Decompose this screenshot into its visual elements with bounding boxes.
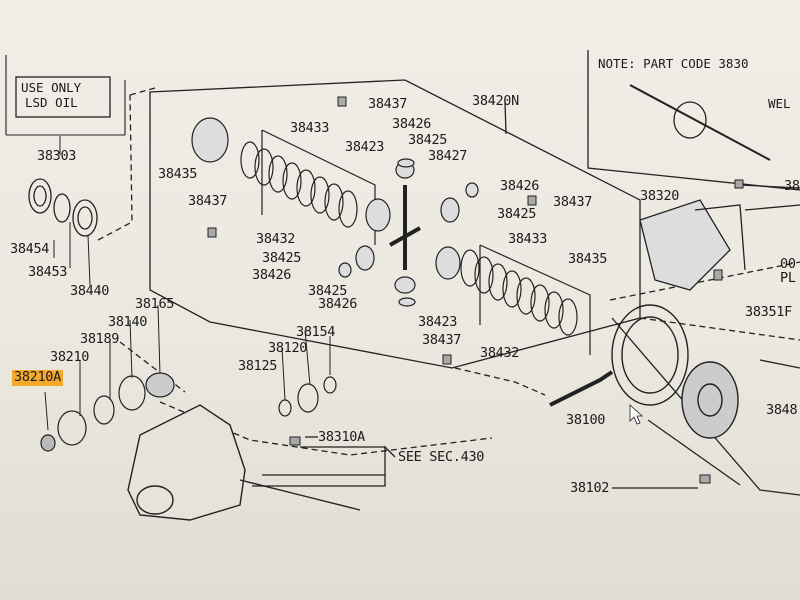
gear-carrier-housing [127, 404, 361, 521]
label-38432-lower: 38432 [480, 345, 520, 361]
label-38303: 38303 [37, 148, 77, 164]
companion-flange-38210 [57, 410, 87, 446]
rear-cover-38320 [639, 199, 731, 291]
label-partial-3848: 3848 [766, 402, 798, 418]
label-38310A: 38310A [318, 429, 365, 445]
bearing-38140 [118, 375, 146, 411]
label-38210A-highlighted: 38210A [12, 369, 63, 386]
label-38320: 38320 [640, 188, 680, 204]
bearing-38120 [297, 383, 319, 413]
label-38140: 38140 [108, 314, 148, 330]
side-gear-38423-lower [435, 246, 461, 280]
label-38120: 38120 [268, 340, 308, 356]
spacer-38165 [145, 372, 175, 398]
label-38435-right: 38435 [568, 251, 608, 267]
oil-note-box [15, 76, 111, 118]
bearing-38440 [72, 199, 98, 237]
label-38437-right: 38437 [553, 194, 593, 210]
nut-38210A [40, 434, 56, 452]
oil-note-line1: USE ONLY [21, 80, 82, 95]
axle-housing-sketch [629, 84, 771, 161]
label-38426-top: 38426 [392, 116, 432, 132]
label-38425-top: 38425 [408, 132, 448, 148]
oil-note-line2: LSD OIL [25, 95, 78, 110]
label-38425-right: 38425 [497, 206, 537, 222]
shim-38453 [53, 193, 71, 223]
label-partial-00: 00 [780, 256, 796, 272]
pinion-shaft-38427 [389, 185, 421, 270]
label-38454: 38454 [10, 241, 50, 257]
label-38425-bottom: 38425 [308, 283, 348, 299]
mouse-cursor-icon [629, 404, 644, 425]
seal-38454 [28, 178, 52, 214]
label-38426-left: 38426 [252, 267, 292, 283]
label-38425-left: 38425 [262, 250, 302, 266]
ring-gear [611, 304, 689, 406]
shim-38154 [323, 376, 337, 394]
label-38420N-text: 38420N [472, 93, 519, 109]
label-38433-upper: 38433 [290, 120, 330, 136]
clutch-plate-stack-lower [460, 244, 591, 355]
side-gear-38423-upper [365, 198, 391, 232]
label-38351F: 38351F [745, 304, 792, 320]
label-38100: 38100 [566, 412, 606, 428]
label-38453: 38453 [28, 264, 68, 280]
note-weld: WEL [768, 96, 791, 111]
label-see-sec-430: SEE SEC.430 [398, 449, 485, 465]
note-part-code: NOTE: PART CODE 3830 [598, 56, 749, 71]
label-38437-top: 38437 [368, 96, 408, 112]
pinion-gear-38425-bottom [394, 276, 416, 294]
drive-pinion-38100 [549, 370, 614, 407]
label-38437-left: 38437 [188, 193, 228, 209]
label-38189: 38189 [80, 331, 120, 347]
label-38210: 38210 [50, 349, 90, 365]
label-38433-lower: 38433 [508, 231, 548, 247]
label-38440: 38440 [70, 283, 110, 299]
label-38154: 38154 [296, 324, 336, 340]
diff-case-flange [681, 361, 739, 439]
label-38435-left: 38435 [158, 166, 198, 182]
label-38423-lower: 38423 [418, 314, 458, 330]
label-38426-right: 38426 [500, 178, 540, 194]
washer-38125 [278, 399, 292, 417]
case-half-38435 [191, 117, 229, 163]
label-38102: 38102 [570, 480, 610, 496]
label-38423-upper: 38423 [345, 139, 385, 155]
label-38165: 38165 [135, 296, 175, 312]
pinion-gear-38425-right [440, 197, 460, 223]
label-38125: 38125 [238, 358, 278, 374]
label-38427: 38427 [428, 148, 468, 164]
label-38437-bottom: 38437 [422, 332, 462, 348]
pinion-gear-38425-left [355, 245, 375, 271]
label-partial-right-top: 38 [784, 178, 800, 194]
label-partial-pl: PL [780, 270, 796, 286]
label-38426-bottom: 38426 [318, 296, 358, 312]
oil-seal-38189 [93, 395, 115, 425]
label-38432-upper: 38432 [256, 231, 296, 247]
